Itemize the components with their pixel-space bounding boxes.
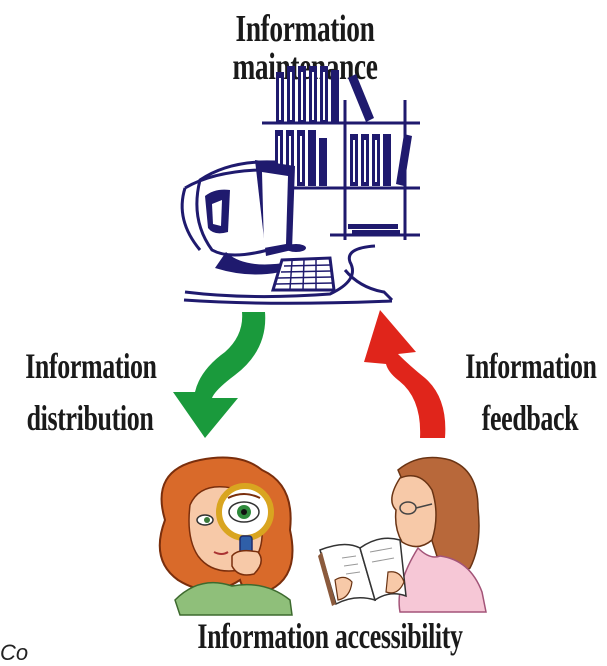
computer-bookshelf-illustration xyxy=(180,66,420,305)
label-information-feedback: Information feedback xyxy=(465,346,597,438)
label-distribution-line1: Information xyxy=(25,346,157,386)
red-up-arrow-icon xyxy=(364,310,446,438)
woman-reading-book-illustration xyxy=(318,456,487,613)
label-information-distribution: Information distribution xyxy=(25,346,157,438)
label-feedback-line2: feedback xyxy=(481,398,579,438)
green-down-arrow-icon xyxy=(173,312,266,438)
woman-magnifying-glass-illustration xyxy=(158,456,294,616)
label-feedback-line1: Information xyxy=(465,346,597,386)
label-information-accessibility: Information accessibility xyxy=(197,616,463,656)
label-distribution-line2: distribution xyxy=(26,398,154,438)
